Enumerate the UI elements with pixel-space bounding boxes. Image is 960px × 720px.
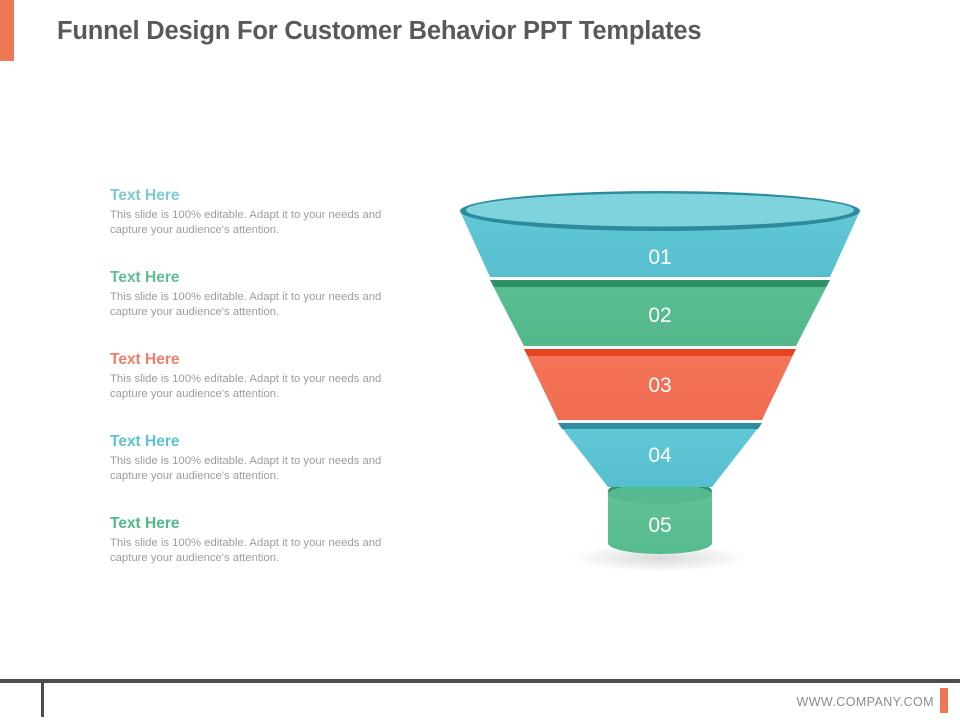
- funnel-stage-01[interactable]: 01: [460, 191, 860, 277]
- funnel-stage-02-rim: [490, 280, 830, 287]
- text-block-2: Text Here This slide is 100% editable. A…: [110, 268, 395, 350]
- text-block-1: Text Here This slide is 100% editable. A…: [110, 186, 395, 268]
- text-block-1-body: This slide is 100% editable. Adapt it to…: [110, 209, 382, 236]
- funnel-stage-04-label: 04: [648, 444, 672, 467]
- text-block-1-title: Text Here: [110, 187, 180, 204]
- funnel-stage-03-body: [524, 349, 796, 420]
- text-block-3: Text Here This slide is 100% editable. A…: [110, 350, 395, 432]
- footer-tick-mark: [41, 683, 44, 717]
- text-block-2-title: Text Here: [110, 269, 180, 286]
- funnel-stage-03-rim: [524, 349, 796, 356]
- text-block-2-body: This slide is 100% editable. Adapt it to…: [110, 291, 382, 318]
- footer-website-url[interactable]: WWW.COMPANY.COM: [796, 695, 934, 709]
- funnel-ground-shadow: [564, 543, 756, 573]
- text-block-5-body: This slide is 100% editable. Adapt it to…: [110, 537, 382, 564]
- text-block-3-title: Text Here: [110, 351, 180, 368]
- header-accent-bar: [0, 0, 14, 61]
- text-block-4: Text Here This slide is 100% editable. A…: [110, 432, 395, 514]
- funnel-stage-05-top: [608, 484, 712, 504]
- funnel-svg: 05 04 03 02: [460, 191, 860, 573]
- text-block-4-title: Text Here: [110, 433, 180, 450]
- funnel-mouth-inner: [466, 193, 854, 227]
- funnel-stage-02-label: 02: [648, 304, 671, 327]
- funnel-stage-02[interactable]: 02: [490, 280, 830, 346]
- funnel-stage-02-body: [490, 280, 830, 346]
- funnel-stage-05-label: 05: [648, 514, 671, 537]
- text-column: Text Here This slide is 100% editable. A…: [110, 186, 395, 596]
- funnel-stage-04[interactable]: 04: [558, 423, 762, 487]
- funnel-stage-01-label: 01: [648, 246, 671, 269]
- footer-accent-bar: [940, 688, 948, 713]
- funnel-stage-03[interactable]: 03: [524, 349, 796, 420]
- text-block-5: Text Here This slide is 100% editable. A…: [110, 514, 395, 596]
- funnel-diagram: 05 04 03 02: [440, 186, 880, 586]
- funnel-stage-04-rim: [558, 423, 762, 429]
- funnel-stage-05[interactable]: 05: [608, 480, 712, 554]
- funnel-stage-05-body: [608, 491, 712, 554]
- funnel-stage-03-label: 03: [648, 374, 671, 397]
- funnel-stage-04-body: [558, 423, 762, 487]
- text-block-5-title: Text Here: [110, 515, 180, 532]
- footer-divider: [0, 679, 960, 683]
- text-block-4-body: This slide is 100% editable. Adapt it to…: [110, 455, 382, 482]
- page-title: Funnel Design For Customer Behavior PPT …: [57, 17, 702, 45]
- text-block-3-body: This slide is 100% editable. Adapt it to…: [110, 373, 382, 400]
